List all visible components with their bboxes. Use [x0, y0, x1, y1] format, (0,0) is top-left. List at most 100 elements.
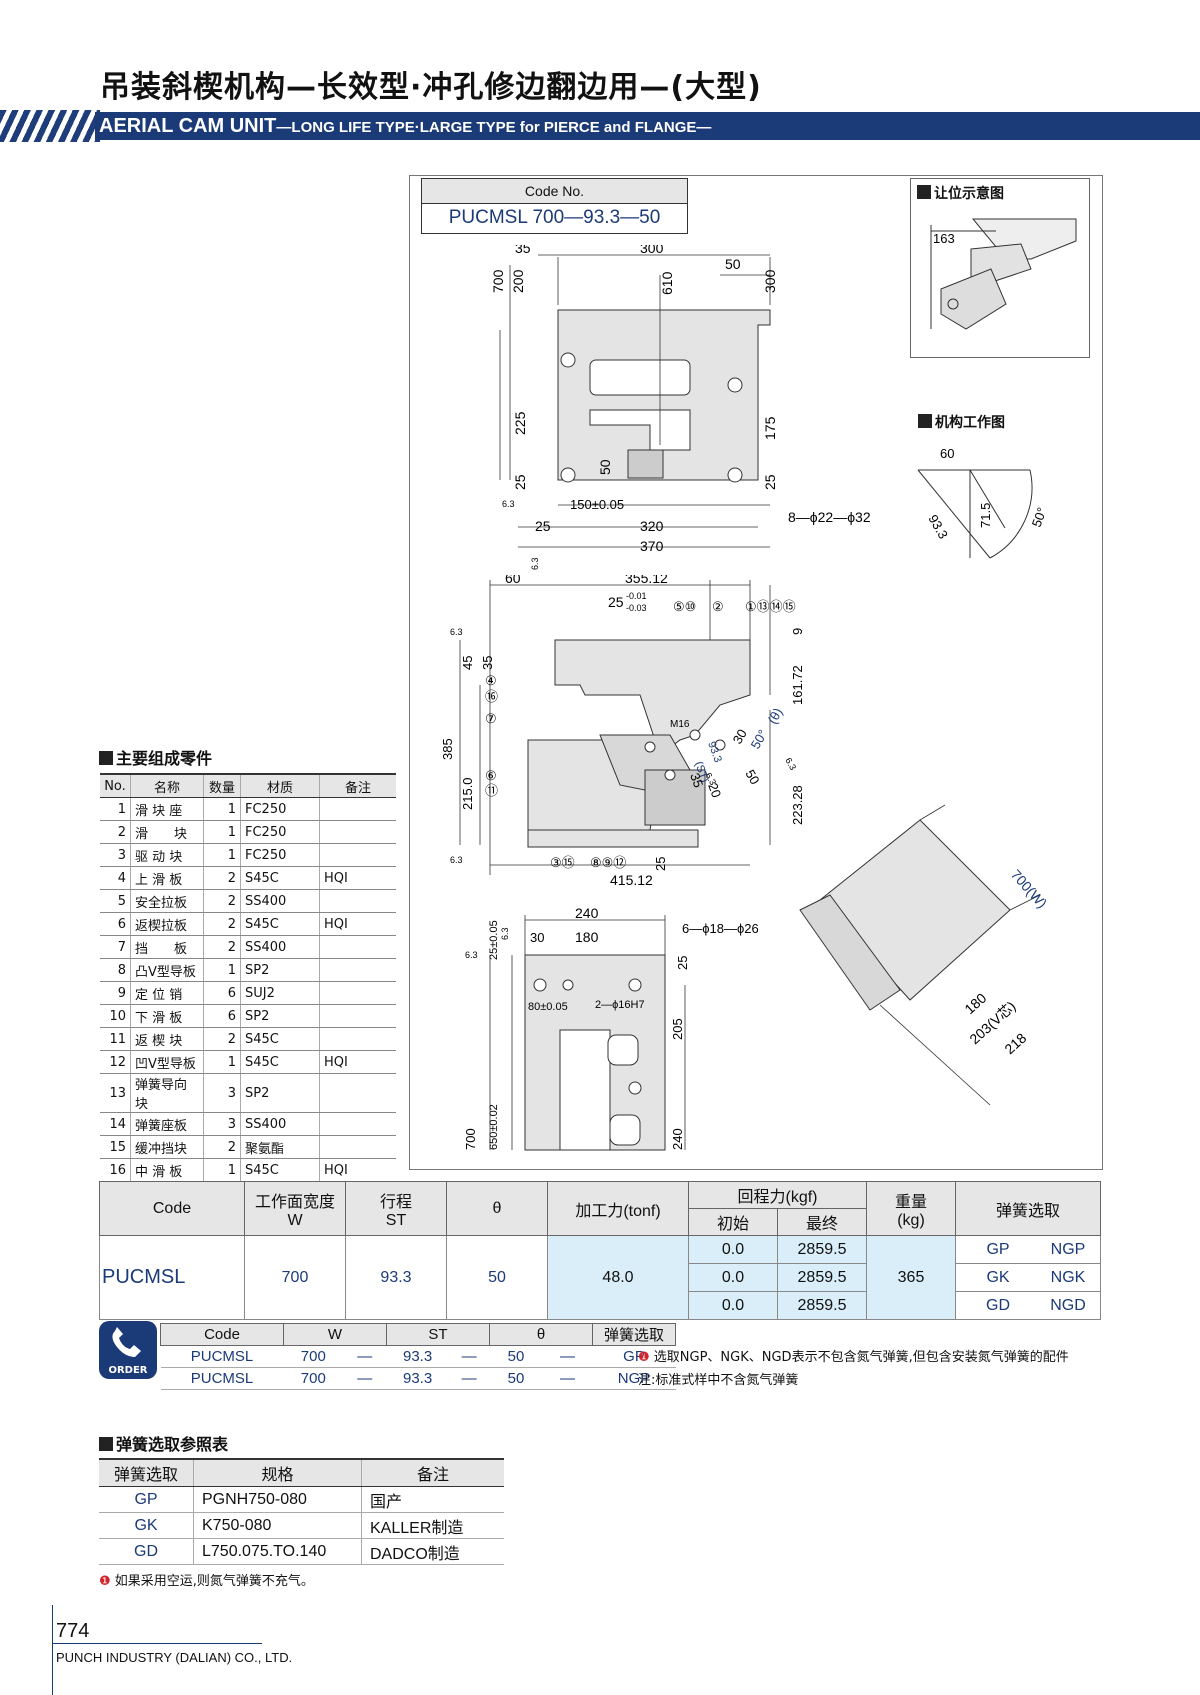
side-rough-b: 6.3: [450, 855, 463, 865]
dim-50-slot: 50: [597, 459, 613, 475]
order-theta: 50: [489, 1367, 543, 1390]
top-view-drawing: 35 300 50 610 700 200 300 225 175 50 25 …: [490, 245, 871, 570]
part-no: 2: [100, 820, 131, 844]
part-qty: 2: [203, 912, 241, 936]
part-note: [319, 935, 396, 959]
part-note: [319, 958, 396, 982]
order-spring: GP: [592, 1345, 676, 1368]
callout-4: ④: [485, 673, 497, 688]
bottom-pins: 2—ϕ16H7: [595, 999, 645, 1011]
part-material: SP2: [240, 1004, 320, 1028]
order-sep: —: [343, 1367, 387, 1390]
part-name: 滑 块: [130, 820, 204, 844]
order-sep: —: [542, 1367, 593, 1390]
part-note: [319, 1004, 396, 1028]
part-name: 下 滑 板: [130, 1004, 204, 1028]
side-rough-d: 6.3: [783, 756, 798, 772]
part-no: 11: [100, 1027, 131, 1051]
order-sep: —: [343, 1345, 387, 1368]
title-en-main: AERIAL CAM UNIT: [99, 115, 277, 137]
part-material: S45C: [240, 1027, 320, 1051]
part-note: [319, 1135, 396, 1159]
dim-150: 150±0.05: [570, 497, 624, 512]
rough-6-3-a: 6.3: [502, 499, 515, 509]
side-dim-25: 25: [608, 594, 624, 610]
side-dim-25b: 25: [653, 857, 668, 871]
part-note: [319, 981, 396, 1005]
spring-h-select: 弹簧选取: [99, 1458, 194, 1487]
spec-h-start: 初始: [688, 1208, 778, 1236]
spec-h-spring: 弹簧选取: [955, 1181, 1101, 1236]
parts-col-note: 备注: [319, 773, 396, 798]
side-theta: (θ): [765, 705, 786, 726]
part-note: [319, 797, 396, 821]
dim-300: 300: [640, 245, 664, 256]
side-dim-35b: 35: [687, 771, 706, 790]
part-qty: 2: [203, 889, 241, 913]
part-qty: 1: [203, 820, 241, 844]
bottom-dim-180: 180: [575, 929, 599, 945]
spec-return-start: 0.0: [688, 1263, 778, 1292]
part-material: SP2: [240, 1073, 320, 1113]
part-qty: 1: [203, 797, 241, 821]
part-material: 聚氨酯: [240, 1135, 320, 1159]
parts-col-material: 材质: [240, 773, 320, 798]
part-qty: 3: [203, 1112, 241, 1136]
parts-section-title: 主要组成零件: [99, 745, 212, 769]
bottom-dim-650: 650±0.02: [488, 1104, 500, 1150]
spec-h-force: 加工力(tonf): [547, 1181, 689, 1236]
dim-25-right: 25: [762, 474, 778, 490]
part-note: HQI: [319, 1050, 396, 1074]
spec-stroke: 93.3: [345, 1235, 447, 1320]
order-st: 93.3: [386, 1345, 449, 1368]
part-name: 驱 动 块: [130, 843, 204, 867]
note-icon: ❶: [99, 1574, 111, 1589]
part-qty: 2: [203, 935, 241, 959]
part-no: 1: [100, 797, 131, 821]
side-dim-20: 20: [705, 781, 724, 800]
callout-6: ⑥: [485, 768, 497, 783]
part-material: SS400: [240, 889, 320, 913]
part-qty: 1: [203, 843, 241, 867]
spec-return-end: 2859.5: [777, 1291, 867, 1320]
bottom-dim-25tol: 25±0.05: [488, 920, 500, 960]
part-name: 弹簧座板: [130, 1112, 204, 1136]
part-material: FC250: [240, 820, 320, 844]
part-name: 返 楔 块: [130, 1027, 204, 1051]
order-h-theta: θ: [489, 1323, 593, 1346]
spring-ref-title: 弹簧选取参照表: [99, 1431, 228, 1455]
bottom-dim-30: 30: [530, 930, 544, 945]
part-material: S45C: [240, 912, 320, 936]
part-note: [319, 1112, 396, 1136]
bottom-rough-b: 6.3: [465, 950, 478, 960]
part-no: 16: [100, 1158, 131, 1182]
footer-rule-v: [52, 1605, 53, 1695]
part-name: 定 位 销: [130, 981, 204, 1005]
spec-h-code: Code: [99, 1181, 245, 1236]
part-name: 凹V型导板: [130, 1050, 204, 1074]
callout-1-13-14-15: ①⑬⑭⑮: [745, 599, 796, 614]
rough-6-3-b: 6.3: [530, 557, 540, 570]
side-view-drawing: 60 355.12 25 -0.01 -0.03 ⑤⑩ ② ①⑬⑭⑮ 9 45 …: [440, 575, 805, 888]
dim-370: 370: [640, 538, 664, 554]
callout-3-15: ③⑮: [550, 855, 575, 870]
code-box: Code No. PUCMSL 700—93.3—50: [421, 178, 688, 234]
part-note: [319, 1073, 396, 1113]
part-note: [319, 843, 396, 867]
code-box-label: Code No.: [422, 179, 687, 204]
order-note-1: ❶ 选取NGP、NGK、NGD表示不包含氮气弹簧,但包含安装氮气弹簧的配件: [638, 1350, 1069, 1365]
parts-col-name: 名称: [130, 773, 204, 798]
part-no: 15: [100, 1135, 131, 1159]
iso-dim-180: 180: [961, 990, 989, 1018]
spec-return-start: 0.0: [688, 1291, 778, 1320]
